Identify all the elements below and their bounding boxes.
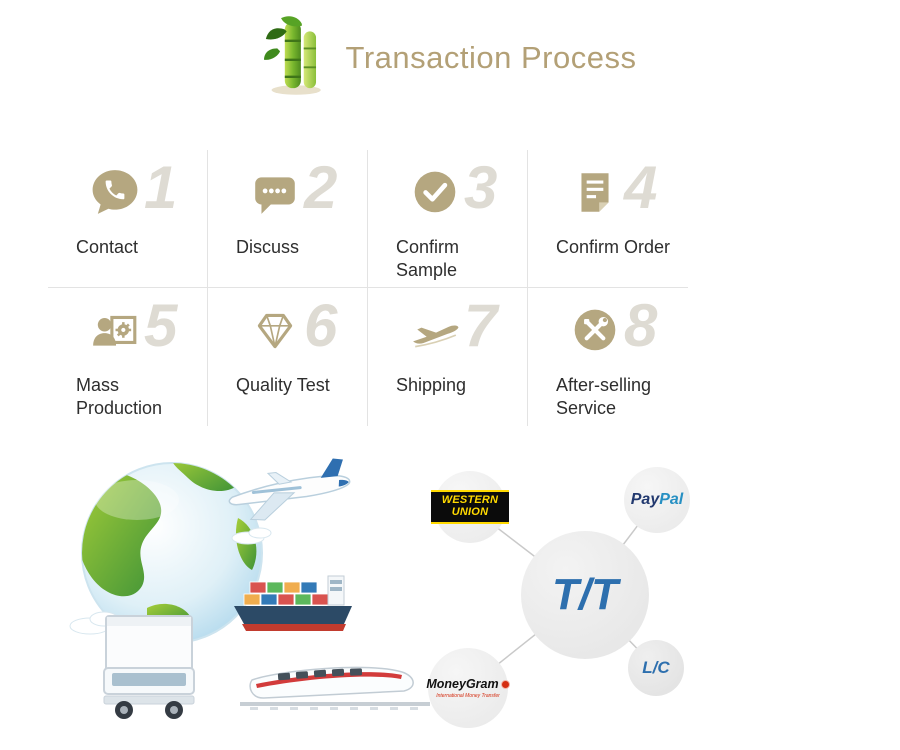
train (240, 666, 430, 710)
step-number: 8 (624, 292, 658, 359)
diamond-icon (250, 306, 300, 356)
steps-grid: 1 Contact 2 Discuss (48, 150, 688, 426)
step-label: Quality Test (236, 375, 330, 395)
moneygram-label: MoneyGram (426, 677, 499, 691)
paypal-label: Pay (630, 491, 660, 508)
cargo-ship (234, 575, 352, 631)
tt-node: T/T (521, 531, 649, 659)
step-after-selling-service: 8 After-selling Service (528, 288, 688, 426)
check-circle-icon (410, 168, 460, 218)
worker-gear-icon (90, 306, 140, 356)
step-number: 7 (464, 292, 498, 359)
header: Transaction Process (0, 8, 900, 108)
step-contact: 1 Contact (48, 150, 208, 288)
lc-label: L/C (642, 658, 670, 677)
airplane (228, 458, 351, 521)
step-label: Confirm Sample (396, 237, 460, 280)
step-label: Mass Production (76, 375, 163, 418)
western-union-logo: WESTERN UNION (431, 490, 509, 524)
step-label: Contact (76, 237, 139, 257)
step-number: 3 (464, 154, 498, 221)
truck (103, 615, 195, 719)
bamboo-icon (263, 14, 334, 103)
step-confirm-sample: 3 Confirm Sample (368, 150, 528, 288)
step-number: 4 (624, 154, 658, 221)
tools-icon (570, 306, 620, 356)
moneygram-node: MoneyGram International Money Transfer (426, 648, 510, 728)
step-label: Discuss (236, 237, 300, 257)
step-number: 6 (304, 292, 338, 359)
airplane-icon (410, 306, 460, 356)
step-number: 5 (144, 292, 178, 359)
moneygram-globe-icon (500, 679, 510, 689)
step-number: 2 (304, 154, 338, 221)
moneygram-tagline: International Money Transfer (436, 693, 500, 699)
step-number: 1 (144, 154, 178, 221)
step-label: After-selling Service (556, 375, 652, 418)
document-icon (570, 168, 620, 218)
tt-label: T/T (552, 570, 618, 619)
logistics-illustration (52, 448, 432, 743)
step-label: Confirm Order (556, 237, 671, 257)
chat-icon (250, 168, 300, 218)
western-union-node: WESTERN UNION (431, 471, 509, 543)
step-shipping: 7 Shipping (368, 288, 528, 426)
step-confirm-order: 4 Confirm Order (528, 150, 688, 288)
phone-icon (90, 168, 140, 218)
step-label: Shipping (396, 375, 467, 395)
step-discuss: 2 Discuss (208, 150, 368, 288)
step-mass-production: 5 Mass Production (48, 288, 208, 426)
lc-node: L/C (628, 640, 684, 696)
page-title: Transaction Process (345, 40, 637, 75)
step-quality-test: 6 Quality Test (208, 288, 368, 426)
